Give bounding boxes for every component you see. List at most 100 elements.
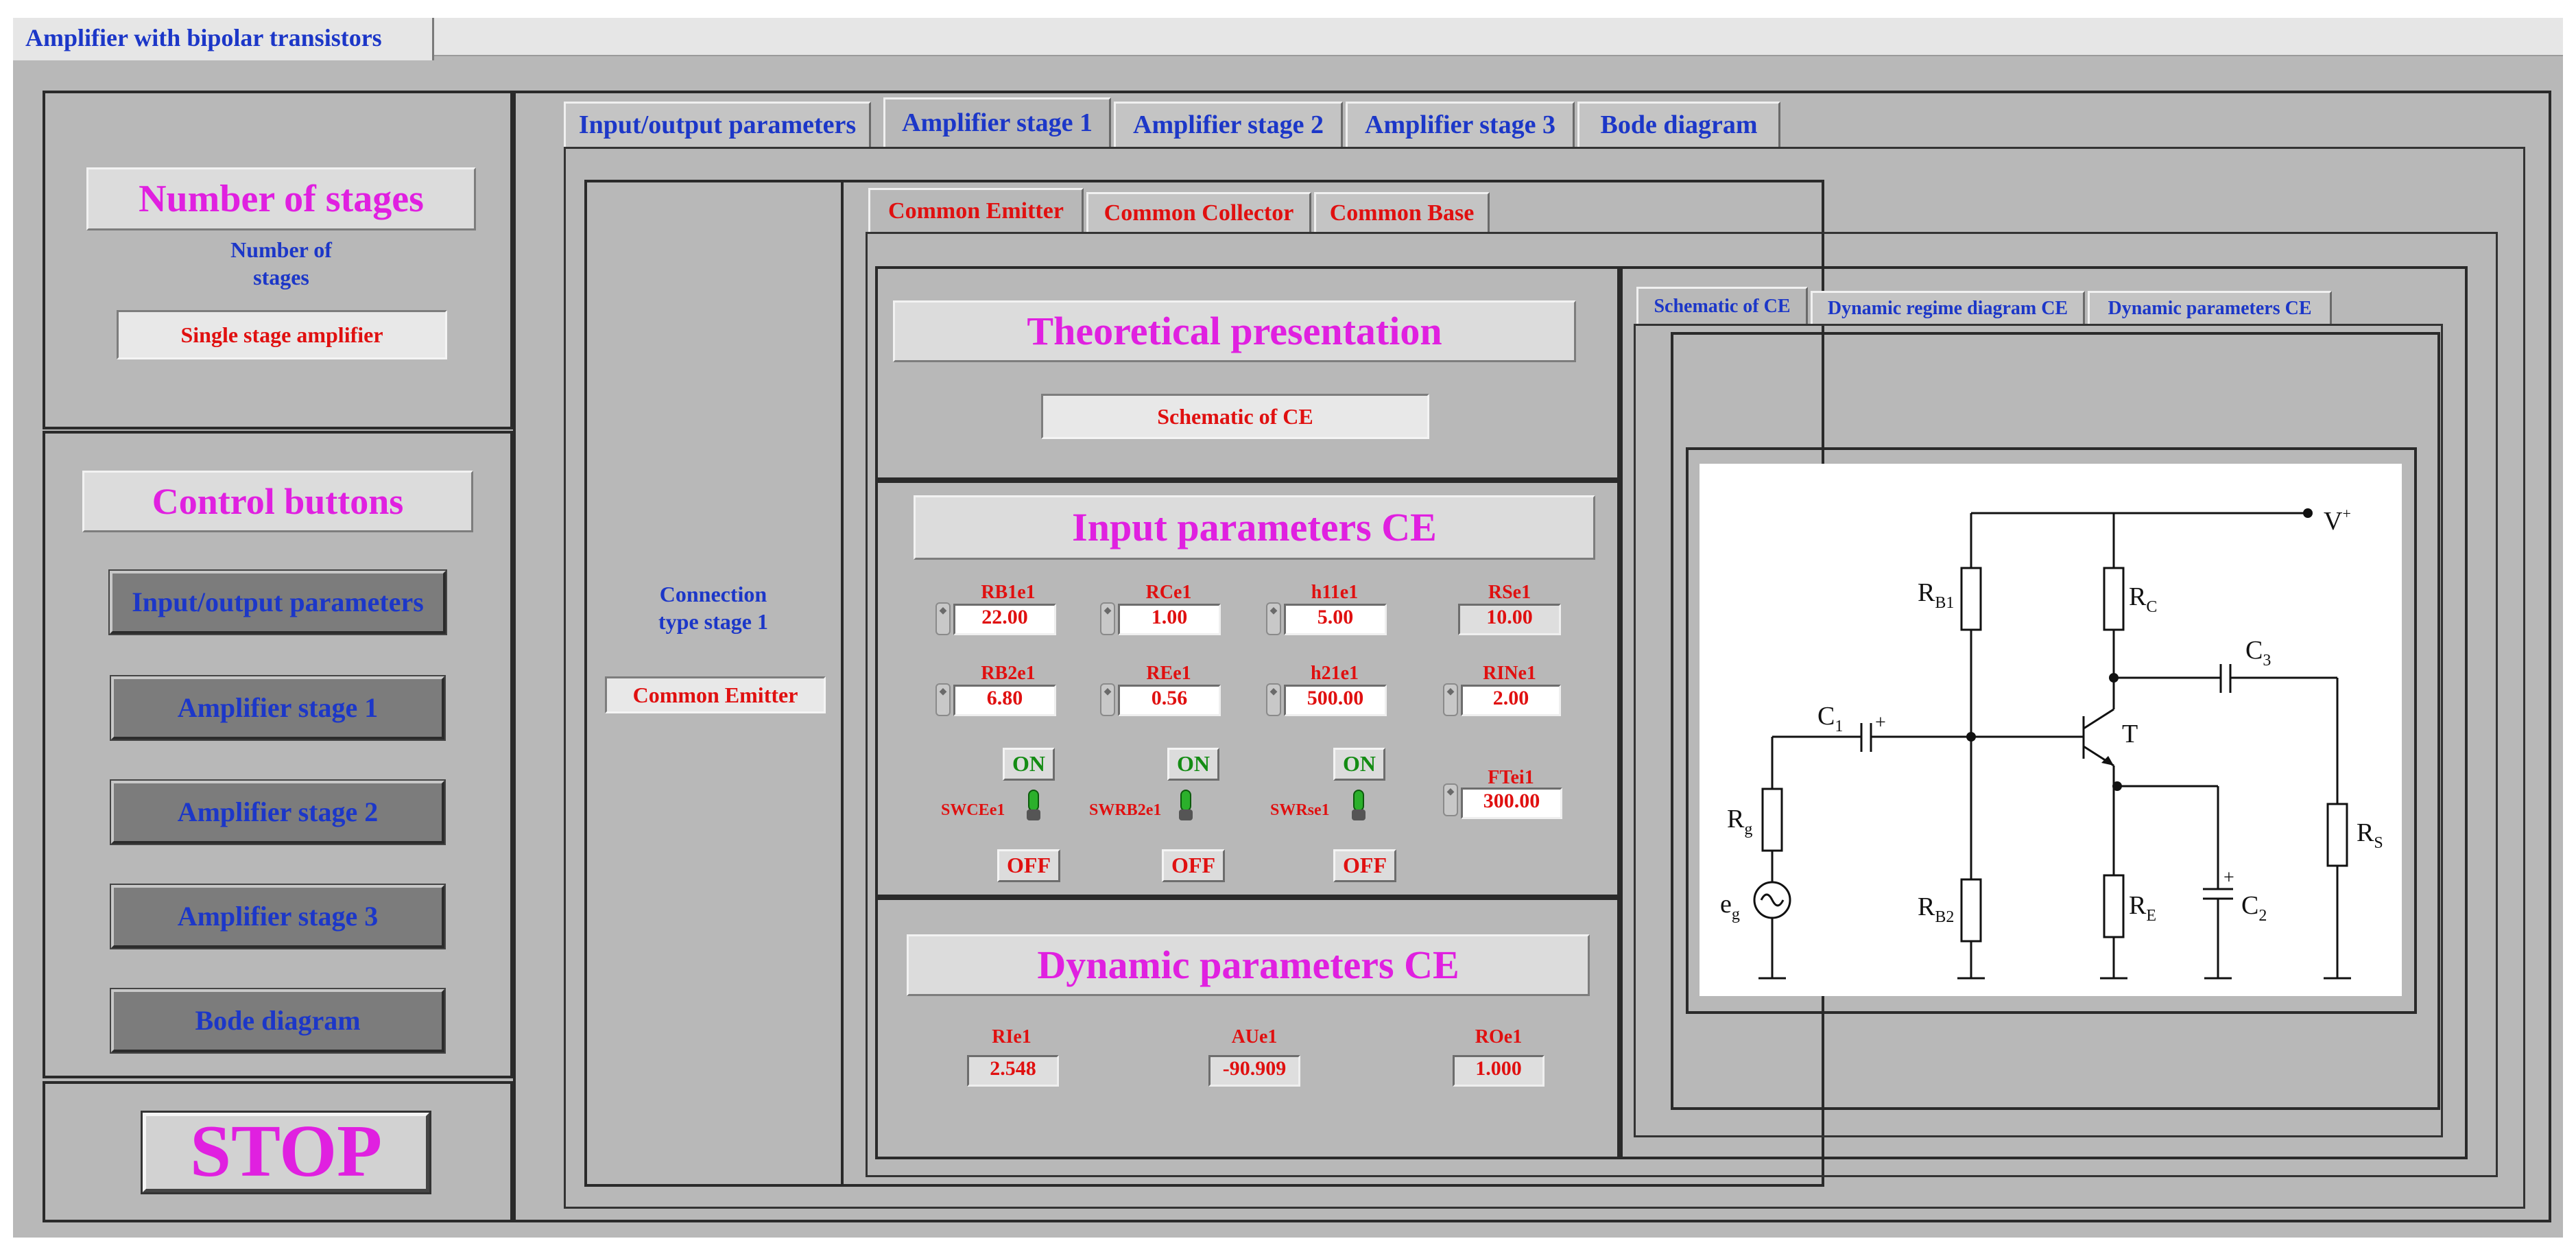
- param-label-rin: RINe1: [1483, 663, 1536, 684]
- connection-label: Connection type stage 1: [658, 582, 768, 634]
- theory-panel: [875, 266, 1620, 480]
- connection-panel: [584, 180, 844, 1187]
- eg-label: eg: [1720, 890, 1740, 923]
- c1-label: C1: [1817, 702, 1843, 735]
- switch-rb2-off-button[interactable]: OFF: [1162, 849, 1225, 882]
- input-rc[interactable]: 1.00: [1118, 604, 1221, 635]
- stepper-fte[interactable]: ◆: [1443, 783, 1458, 816]
- value-au: -90.909: [1208, 1055, 1300, 1087]
- dynamic-panel: [875, 897, 1620, 1159]
- switch-ce-off-button[interactable]: OFF: [997, 849, 1060, 882]
- param-label-h21: h21e1: [1311, 663, 1359, 684]
- theory-selector[interactable]: Schematic of CE: [1041, 394, 1429, 439]
- tab-common-collector[interactable]: Common Collector: [1086, 192, 1311, 233]
- input-rin[interactable]: 2.00: [1461, 685, 1561, 716]
- switch-ce-label: SWCEe1: [941, 801, 1005, 819]
- param-label-rb1: RB1e1: [981, 582, 1036, 603]
- window-tab-title[interactable]: Amplifier with bipolar transistors: [13, 18, 434, 60]
- switch-ce-on-button[interactable]: ON: [1003, 748, 1055, 781]
- rb2-label: RB2: [1918, 892, 1954, 926]
- transistor-label: T: [2122, 720, 2138, 748]
- window-tab-strip: [434, 18, 2563, 56]
- tab-common-base[interactable]: Common Base: [1314, 192, 1490, 233]
- input-rb2[interactable]: 6.80: [953, 685, 1056, 716]
- switch-rb2-label: SWRB2e1: [1089, 801, 1162, 819]
- rs-label: RS: [2357, 818, 2383, 852]
- switch-rb2-toggle-icon[interactable]: [1177, 789, 1195, 823]
- switch-ce-toggle-icon[interactable]: [1025, 789, 1042, 823]
- input-output-parameters-button[interactable]: Input/output parameters: [110, 571, 446, 634]
- stepper-rc[interactable]: ◆: [1100, 602, 1115, 635]
- view-panel: [1620, 266, 2468, 1159]
- amplifier-stage-3-button[interactable]: Amplifier stage 3: [111, 885, 444, 948]
- re-label: RE: [2129, 891, 2156, 925]
- input-panel: [875, 480, 1620, 897]
- rg-label: Rg: [1727, 805, 1752, 838]
- param-label-rs: RSe1: [1488, 582, 1531, 603]
- theory-title: Theoretical presentation: [893, 300, 1576, 362]
- param-label-re: REe1: [1146, 663, 1191, 684]
- bode-diagram-button[interactable]: Bode diagram: [111, 989, 444, 1052]
- config-tab-content: [866, 232, 2498, 1177]
- view-tab-content: [1634, 324, 2443, 1137]
- switch-rb2-on-button[interactable]: ON: [1167, 748, 1219, 781]
- control-panel: [43, 431, 513, 1078]
- dyn-label-ro: ROe1: [1475, 1026, 1523, 1048]
- tab-amplifier-stage-2[interactable]: Amplifier stage 2: [1114, 102, 1343, 147]
- c1-plus: +: [1875, 712, 1886, 733]
- param-label-h11: h11e1: [1311, 582, 1359, 603]
- stepper-rb1[interactable]: ◆: [935, 602, 951, 635]
- input-h11[interactable]: 5.00: [1284, 604, 1387, 635]
- connection-selector[interactable]: Common Emitter: [605, 676, 826, 713]
- tab-input-output-parameters[interactable]: Input/output parameters: [564, 102, 871, 147]
- stepper-h11[interactable]: ◆: [1266, 602, 1281, 635]
- c2-label: C2: [2241, 891, 2267, 925]
- stepper-rb2[interactable]: ◆: [935, 683, 951, 716]
- stages-label: Number of stages: [230, 237, 332, 289]
- stage-tab-content: [564, 147, 2525, 1209]
- input-fte[interactable]: 300.00: [1461, 788, 1562, 819]
- stepper-h21[interactable]: ◆: [1266, 683, 1281, 716]
- stepper-rin[interactable]: ◆: [1443, 683, 1458, 716]
- switch-rs-label: SWRse1: [1270, 801, 1330, 819]
- amplifier-stage-2-button[interactable]: Amplifier stage 2: [111, 781, 444, 844]
- switch-rs-toggle-icon[interactable]: [1350, 789, 1368, 823]
- main-panel: [513, 91, 2551, 1222]
- input-re[interactable]: 0.56: [1118, 685, 1221, 716]
- stages-panel: [43, 91, 513, 429]
- c2-plus: +: [2223, 867, 2234, 888]
- amplifier-stage-1-button[interactable]: Amplifier stage 1: [111, 676, 444, 740]
- tab-dynamic-regime-diagram-ce[interactable]: Dynamic regime diagram CE: [1811, 291, 2085, 325]
- input-title: Input parameters CE: [914, 495, 1595, 560]
- tab-common-emitter[interactable]: Common Emitter: [868, 188, 1084, 233]
- schematic-frame: [1686, 447, 2417, 1014]
- vplus-label: V+: [2324, 505, 2351, 536]
- value-ri: 2.548: [967, 1055, 1059, 1087]
- dyn-label-ri: RIe1: [992, 1026, 1031, 1048]
- dynamic-title: Dynamic parameters CE: [907, 934, 1590, 996]
- switch-rs-on-button[interactable]: ON: [1333, 748, 1385, 781]
- schematic-outer-frame: [1671, 332, 2440, 1110]
- stages-selector[interactable]: Single stage amplifier: [117, 310, 447, 359]
- tab-amplifier-stage-1[interactable]: Amplifier stage 1: [883, 97, 1111, 148]
- stop-panel: [43, 1081, 513, 1222]
- value-rs: 10.00: [1458, 604, 1561, 635]
- stepper-re[interactable]: ◆: [1100, 683, 1115, 716]
- stages-title: Number of stages: [86, 167, 476, 230]
- dyn-label-au: AUe1: [1231, 1026, 1278, 1048]
- ce-schematic-diagram: V+ RB1 RC C3 C1 + T Rg eg RB2 RE + C2 RS: [1700, 464, 2402, 996]
- c3-label: C3: [2245, 636, 2271, 670]
- tab-schematic-ce[interactable]: Schematic of CE: [1636, 287, 1808, 325]
- input-rb1[interactable]: 22.00: [953, 604, 1056, 635]
- tab-dynamic-parameters-ce[interactable]: Dynamic parameters CE: [2088, 291, 2332, 325]
- stop-button[interactable]: STOP: [143, 1113, 429, 1192]
- tab-amplifier-stage-3[interactable]: Amplifier stage 3: [1346, 102, 1575, 147]
- param-label-fte: FTei1: [1488, 767, 1534, 788]
- switch-rs-off-button[interactable]: OFF: [1333, 849, 1396, 882]
- input-h21[interactable]: 500.00: [1284, 685, 1387, 716]
- rc-label: RC: [2129, 582, 2157, 616]
- rb1-label: RB1: [1918, 578, 1954, 612]
- tab-bode-diagram[interactable]: Bode diagram: [1577, 102, 1780, 147]
- param-label-rb2: RB2e1: [981, 663, 1036, 684]
- param-label-rc: RCe1: [1145, 582, 1192, 603]
